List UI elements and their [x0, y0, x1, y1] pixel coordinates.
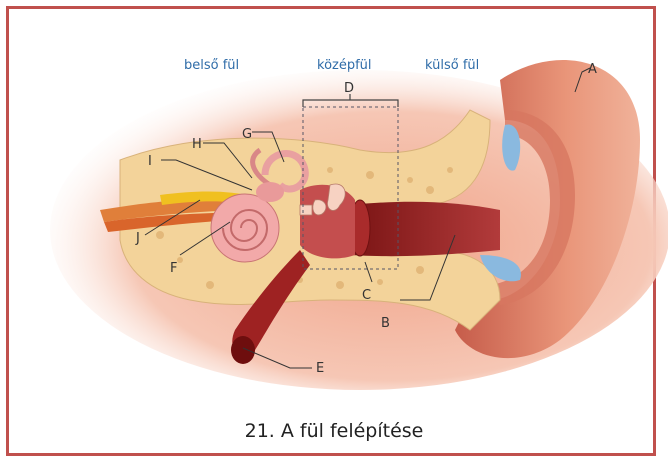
vestibule — [256, 182, 284, 202]
label-D: D — [344, 81, 354, 96]
middle-ear-cavity — [300, 185, 355, 259]
label-F: F — [170, 261, 177, 276]
label-G: G — [242, 127, 252, 142]
ear-diagram: belső fül középfül külső fül — [0, 0, 668, 400]
label-I: I — [148, 154, 152, 169]
eustachian-opening — [231, 336, 255, 364]
label-C: C — [362, 288, 371, 303]
figure-caption: 21. A fül felépítése — [0, 420, 668, 442]
label-B: B — [381, 316, 390, 331]
label-H: H — [192, 137, 202, 152]
ear-illustration: A B C D E F G H I J — [0, 0, 668, 400]
label-A: A — [588, 62, 597, 77]
label-J: J — [135, 231, 140, 246]
ear-canal — [350, 202, 500, 256]
label-E: E — [316, 361, 324, 376]
